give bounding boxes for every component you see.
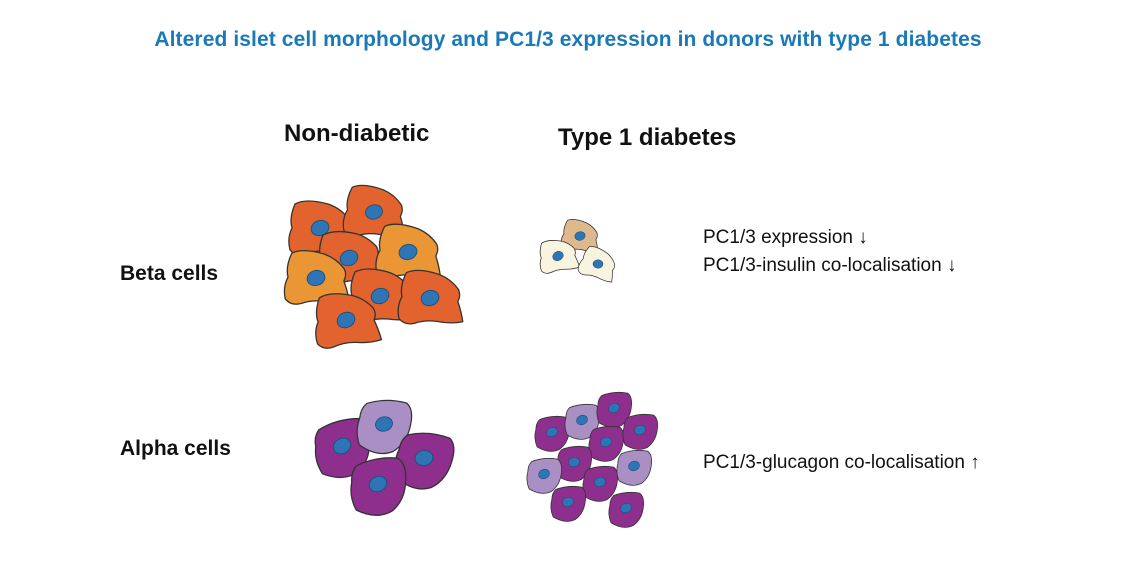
cell-nucleus: [420, 289, 440, 307]
cell-nucleus: [370, 287, 390, 305]
alpha-cell-type1: [564, 403, 600, 440]
alpha-cell-type1: [596, 391, 632, 428]
cell-nucleus: [608, 402, 620, 414]
cell-nucleus: [628, 460, 640, 472]
alpha-cell: [356, 399, 413, 455]
cell-nucleus: [306, 269, 326, 287]
beta-cell: [315, 293, 383, 349]
alpha-cell-type1: [588, 425, 624, 462]
type1-beta-cells: [539, 218, 616, 283]
alpha-cell-type1: [582, 465, 618, 502]
cell-nucleus: [552, 251, 564, 261]
cell-nucleus: [546, 426, 558, 438]
cell-nucleus: [592, 259, 604, 269]
non-diabetic-beta-cells: [283, 184, 464, 349]
beta-cell-type1: [560, 218, 599, 252]
cell-nucleus: [365, 204, 383, 220]
alpha-cell-type1: [608, 491, 644, 528]
alpha-cell: [394, 432, 455, 490]
type1-alpha-cells: [526, 391, 658, 528]
beta-note-insulin-colocalisation: PC1/3-insulin co-localisation ↓: [703, 255, 957, 276]
column-header-type1-diabetes: Type 1 diabetes: [558, 124, 737, 151]
beta-cell: [375, 223, 442, 279]
alpha-cell-type1: [550, 485, 586, 522]
cell-nucleus: [568, 456, 580, 468]
beta-note-expression: PC1/3 expression ↓: [703, 227, 868, 248]
cell-nucleus: [562, 496, 574, 508]
cell-nucleus: [398, 243, 418, 261]
cell-nucleus: [574, 231, 586, 241]
cell-nucleus: [620, 502, 632, 514]
cell-nucleus: [576, 414, 588, 426]
alpha-note-glucagon-colocalisation: PC1/3-glucagon co-localisation ↑: [703, 452, 980, 473]
non-diabetic-alpha-cells: [314, 399, 455, 516]
cell-nucleus: [634, 424, 646, 436]
row-label-alpha-cells: Alpha cells: [120, 437, 231, 460]
beta-cell-type1: [577, 246, 616, 283]
cell-nucleus: [339, 249, 359, 267]
cell-nucleus: [336, 311, 356, 329]
alpha-cell-type1: [616, 449, 652, 486]
column-header-non-diabetic: Non-diabetic: [284, 120, 430, 147]
beta-cell: [342, 184, 405, 237]
cell-nucleus: [375, 416, 393, 432]
row-label-beta-cells: Beta cells: [120, 262, 219, 285]
beta-cell-type1: [539, 240, 581, 274]
cell-nucleus: [332, 437, 352, 455]
cell-nucleus: [414, 450, 434, 466]
beta-cell: [397, 269, 464, 325]
cell-nucleus: [600, 436, 612, 448]
alpha-cell-type1: [622, 413, 658, 450]
alpha-cell-type1: [534, 415, 570, 452]
cell-nucleus: [594, 476, 606, 488]
cell-nucleus: [368, 475, 388, 493]
alpha-cell: [350, 457, 407, 516]
cell-nucleus: [538, 468, 550, 480]
figure-title: Altered islet cell morphology and PC1/3 …: [154, 28, 982, 51]
alpha-cell-type1: [526, 457, 562, 494]
